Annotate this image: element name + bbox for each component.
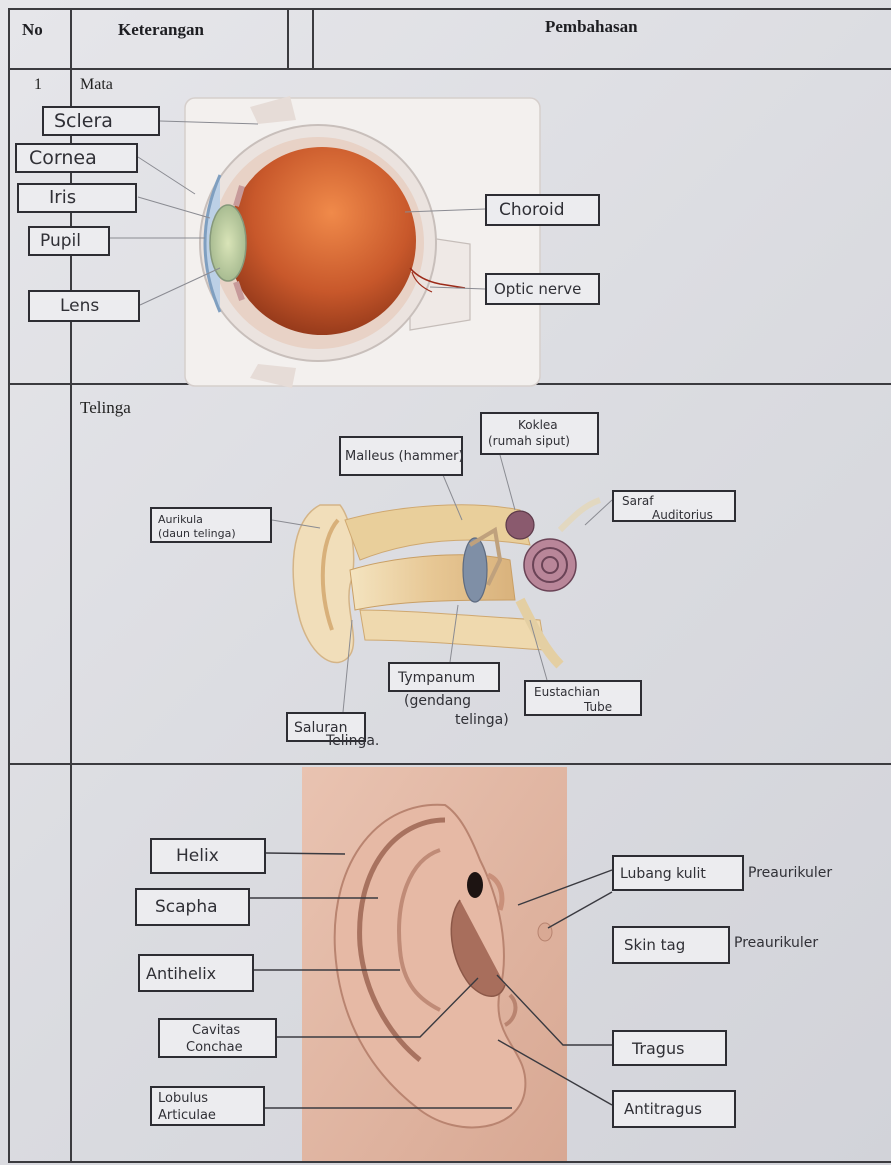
label-lobulus: Lobulus Articulae xyxy=(150,1086,265,1126)
label-tympanum-sub1: (gendang xyxy=(404,694,471,708)
label-cavitas: Cavitas Conchae xyxy=(158,1018,277,1058)
label-saraf: Saraf Auditorius xyxy=(612,490,736,522)
label-skin-tag-suffix: Preaurikuler xyxy=(734,936,818,950)
label-antihelix: Antihelix xyxy=(138,954,254,992)
label-koklea-line2: (rumah siput) xyxy=(488,434,591,450)
label-aurikula-line1: Aurikula xyxy=(158,513,264,527)
label-lobulus-line1: Lobulus xyxy=(158,1091,257,1108)
label-lens: Lens xyxy=(28,290,140,322)
outer-ear-photo xyxy=(302,767,567,1161)
label-eustachian: Eustachian Tube xyxy=(524,680,642,716)
label-saluran-sub: Telinga. xyxy=(326,734,379,748)
label-koklea-line1: Koklea xyxy=(488,418,591,434)
label-optic-nerve: Optic nerve xyxy=(485,273,600,305)
label-saraf-line2: Auditorius xyxy=(622,508,726,522)
label-koklea: Koklea (rumah siput) xyxy=(480,412,599,455)
label-sclera: Sclera xyxy=(42,106,160,136)
label-saraf-line1: Saraf xyxy=(622,494,726,508)
label-pupil: Pupil xyxy=(28,226,110,256)
label-aurikula: Aurikula (daun telinga) xyxy=(150,507,272,543)
label-lubang-kulit: Lubang kulit xyxy=(612,855,744,891)
label-cavitas-line1: Cavitas xyxy=(170,1023,265,1040)
label-eustachian-line2: Tube xyxy=(534,700,632,715)
label-choroid: Choroid xyxy=(485,194,600,226)
label-malleus: Malleus (hammer) xyxy=(339,436,463,476)
eye-diagram xyxy=(185,96,540,388)
label-iris: Iris xyxy=(17,183,137,213)
label-lubang-suffix: Preaurikuler xyxy=(748,866,832,880)
label-antitragus: Antitragus xyxy=(612,1090,736,1128)
label-cornea: Cornea xyxy=(15,143,138,173)
label-tympanum-box: Tympanum xyxy=(388,662,500,692)
label-helix: Helix xyxy=(150,838,266,874)
label-eustachian-line1: Eustachian xyxy=(534,685,632,700)
label-lobulus-line2: Articulae xyxy=(158,1108,257,1125)
label-tragus: Tragus xyxy=(612,1030,727,1066)
label-scapha: Scapha xyxy=(135,888,250,926)
label-tympanum-sub2: telinga) xyxy=(455,713,509,727)
label-cavitas-line2: Conchae xyxy=(170,1040,265,1057)
label-skin-tag: Skin tag xyxy=(612,926,730,964)
ear-diagram xyxy=(293,500,600,665)
label-aurikula-line2: (daun telinga) xyxy=(158,527,264,541)
